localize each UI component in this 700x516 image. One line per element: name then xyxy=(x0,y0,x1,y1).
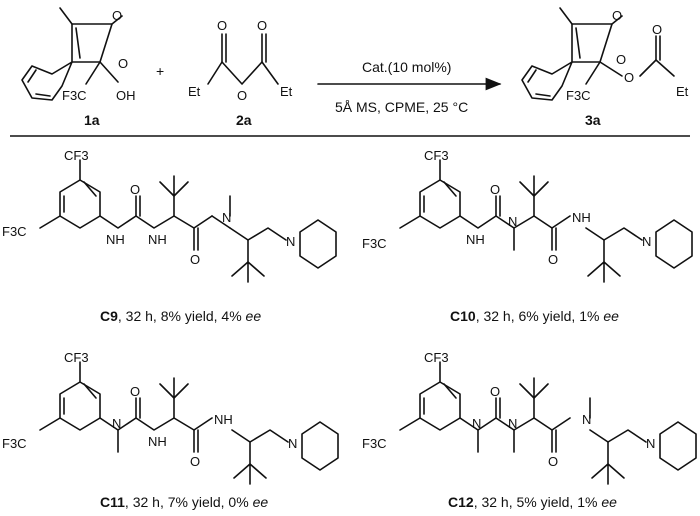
product-3a-label: 3a xyxy=(585,112,601,128)
caption-c12: C12, 32 h, 5% yield, 1% ee xyxy=(448,494,617,510)
reagent-1a-structure xyxy=(21,7,123,101)
reagent-1a-cf3: F3C xyxy=(62,88,87,103)
c10-piperidine-n: N xyxy=(642,234,651,249)
c11-cf3-top: CF3 xyxy=(64,350,89,365)
caption-c10-ee: ee xyxy=(603,308,619,324)
c11-nh: NH xyxy=(148,434,167,449)
product-3a-carbonyl-o: O xyxy=(612,8,622,23)
conditions-catalyst: Cat.(10 mol%) xyxy=(362,59,451,75)
catalyst-c10-structure xyxy=(399,159,693,283)
reagent-1a-ring-o: O xyxy=(118,56,128,71)
catalyst-c9-structure xyxy=(39,159,337,283)
c10-amide-nh: NH xyxy=(572,210,591,225)
caption-c10: C10, 32 h, 6% yield, 1% ee xyxy=(450,308,619,324)
c12-amide-n: N xyxy=(582,412,591,427)
caption-c11: C11, 32 h, 7% yield, 0% ee xyxy=(100,494,268,510)
c11-amide-nh: NH xyxy=(214,412,233,427)
product-3a-acyl-o: O xyxy=(652,22,662,37)
c12-n-methyl-2: N xyxy=(508,416,517,431)
product-3a-ester-o: O xyxy=(624,70,634,85)
c12-cf3-top: CF3 xyxy=(424,350,449,365)
c10-f3c-left: F3C xyxy=(362,236,387,251)
c10-nh: NH xyxy=(466,232,485,247)
c9-cf3-top: CF3 xyxy=(64,148,89,163)
c9-amide-n: N xyxy=(222,210,231,225)
catalyst-c12-structure xyxy=(399,361,697,485)
caption-c11-id: C11 xyxy=(100,494,125,510)
c12-n-methyl-1: N xyxy=(472,416,481,431)
c11-piperidine-n: N xyxy=(288,436,297,451)
c9-urea-o: O xyxy=(130,182,140,197)
product-3a-cf3: F3C xyxy=(566,88,591,103)
reagent-2a-et-left: Et xyxy=(188,84,201,99)
c9-nh-2: NH xyxy=(148,232,167,247)
reagent-1a-oh: OH xyxy=(116,88,136,103)
caption-c12-id: C12 xyxy=(448,494,474,510)
caption-c9-id: C9 xyxy=(100,308,118,324)
reagent-2a-et-right: Et xyxy=(280,84,293,99)
c10-urea-o: O xyxy=(490,182,500,197)
reagent-2a-o-right: O xyxy=(257,18,267,33)
reagent-2a-label: 2a xyxy=(236,112,252,128)
c11-amide-o: O xyxy=(190,454,200,469)
c12-amide-o: O xyxy=(548,454,558,469)
caption-c9-ee: ee xyxy=(246,308,262,324)
c9-nh-1: NH xyxy=(106,232,125,247)
reagent-1a-carbonyl-o: O xyxy=(112,8,122,23)
caption-c9: C9, 32 h, 8% yield, 4% ee xyxy=(100,308,261,324)
caption-c10-rest: , 32 h, 6% yield, 1% xyxy=(476,308,604,324)
c12-piperidine-n: N xyxy=(646,436,655,451)
caption-c11-ee: ee xyxy=(253,494,269,510)
c9-piperidine-n: N xyxy=(286,234,295,249)
c11-urea-o: O xyxy=(130,384,140,399)
product-3a-et: Et xyxy=(676,84,689,99)
caption-c12-ee: ee xyxy=(601,494,617,510)
catalyst-c11-structure xyxy=(39,361,339,485)
c10-cf3-top: CF3 xyxy=(424,148,449,163)
c12-f3c-left: F3C xyxy=(362,436,387,451)
c11-f3c-left: F3C xyxy=(2,436,27,451)
product-3a-ring-o: O xyxy=(616,52,626,67)
c9-f3c-left: F3C xyxy=(2,224,27,239)
c11-n-methyl: N xyxy=(112,416,121,431)
conditions-solvent-temp: 5Å MS, CPME, 25 °C xyxy=(335,99,468,115)
reagent-2a-o-left: O xyxy=(217,18,227,33)
reagent-1a-label: 1a xyxy=(84,112,100,128)
plus-sign: + xyxy=(156,63,164,79)
reagent-2a-o-bridge: O xyxy=(237,88,247,103)
c12-urea-o: O xyxy=(490,384,500,399)
caption-c12-rest: , 32 h, 5% yield, 1% xyxy=(474,494,602,510)
caption-c9-rest: , 32 h, 8% yield, 4% xyxy=(118,308,246,324)
reagent-2a-structure xyxy=(207,33,279,85)
c10-amide-o: O xyxy=(548,252,558,267)
c10-n-methyl: N xyxy=(508,214,517,229)
c9-amide-o: O xyxy=(190,252,200,267)
caption-c11-rest: , 32 h, 7% yield, 0% xyxy=(125,494,253,510)
caption-c10-id: C10 xyxy=(450,308,476,324)
product-3a-structure xyxy=(521,7,675,101)
